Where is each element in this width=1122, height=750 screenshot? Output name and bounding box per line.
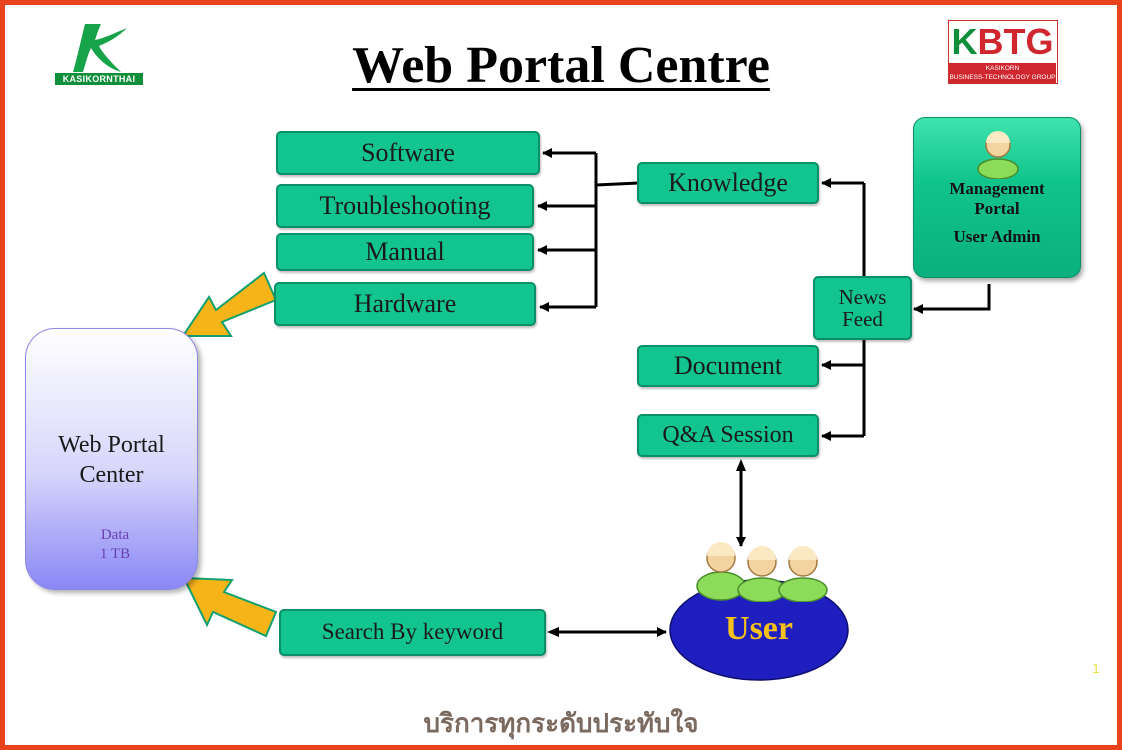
hardware-box[interactable]: Hardware bbox=[274, 282, 536, 326]
qa-session-box[interactable]: Q&A Session bbox=[637, 414, 819, 457]
kasikornthai-brand: KASIKORNTHAI bbox=[55, 73, 143, 85]
manual-box[interactable]: Manual bbox=[276, 233, 534, 271]
kasikornthai-logo-icon bbox=[73, 24, 127, 72]
block-arrows bbox=[181, 271, 278, 638]
web-portal-center-box[interactable] bbox=[25, 328, 198, 590]
user-group-icon bbox=[696, 542, 828, 602]
kbtg-mark: KBTG bbox=[951, 21, 1054, 62]
knowledge-box[interactable]: Knowledge bbox=[637, 162, 819, 204]
software-box[interactable]: Software bbox=[276, 131, 540, 175]
slide-number: 1 bbox=[1092, 660, 1100, 676]
footer-slogan: บริการทุกระดับประทับใจ bbox=[423, 709, 699, 739]
user-admin-label: User Admin bbox=[953, 227, 1041, 246]
search-by-keyword-box[interactable]: Search By keyword bbox=[279, 609, 546, 656]
troubleshooting-box[interactable]: Troubleshooting bbox=[276, 184, 534, 228]
page-title: Web Portal Centre bbox=[352, 37, 770, 94]
admin-user-icon bbox=[977, 131, 1019, 179]
user-label[interactable]: User bbox=[725, 610, 793, 647]
document-box[interactable]: Document bbox=[637, 345, 819, 387]
